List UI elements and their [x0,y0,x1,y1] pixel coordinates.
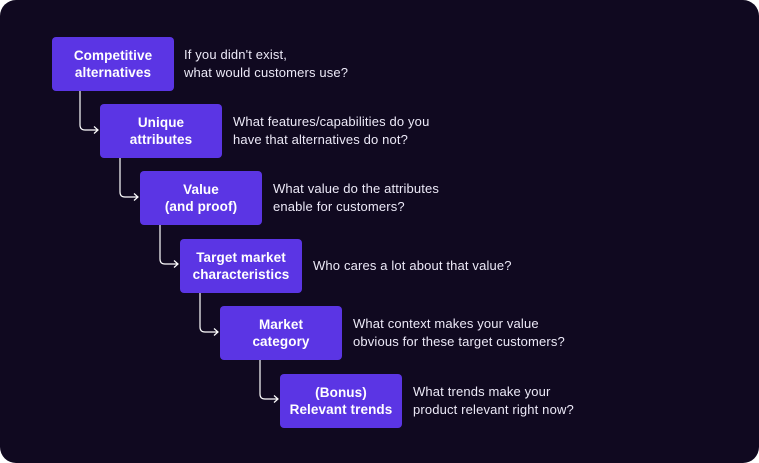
connector-arrow [199,292,219,336]
arrowhead-icon [173,260,179,268]
step-title-line: Target market [196,250,286,265]
arrowhead-icon [133,193,139,201]
step-question-relevant-trends: What trends make your product relevant r… [413,374,574,428]
step-title-line: (and proof) [164,199,238,214]
step-question-value: What value do the attributes enable for … [273,171,439,225]
question-line: What features/capabilities do you [233,114,430,129]
step-title-line: Relevant trends [289,402,393,417]
connector-line [79,90,98,131]
step-box-value: Value (and proof) [140,171,262,225]
step-title-line: characteristics [192,267,290,282]
step-box-competitive-alternatives: Competitive alternatives [52,37,174,91]
question-line: enable for customers? [273,199,405,214]
question-line: If you didn't exist, [184,47,288,62]
step-title-line: Market [258,317,304,332]
connector-line [119,157,138,198]
connector-arrow [159,224,179,268]
step-question-unique-attributes: What features/capabilities do you have t… [233,104,429,158]
step-title-line: alternatives [74,65,152,80]
question-line: have that alternatives do not? [233,132,409,147]
step-box-unique-attributes: Unique attributes [100,104,222,158]
step-title-line: (Bonus) [315,385,367,400]
question-line: Who cares a lot about that value? [313,258,512,273]
step-box-market-category: Market category [220,306,342,360]
arrowhead-icon [93,126,99,134]
step-title-line: Competitive [73,48,153,63]
connector-arrow [79,90,99,134]
question-line: obvious for these target customers? [353,334,565,349]
connector-line [199,292,218,333]
question-line: product relevant right now? [413,402,574,417]
step-title-line: Unique [137,115,185,130]
step-question-competitive-alternatives: If you didn't exist, what would customer… [184,37,348,91]
connector-line [159,224,178,265]
question-line: What value do the attributes [273,181,440,196]
question-line: What trends make your [413,384,551,399]
connector-line [259,359,278,400]
question-line: what would customers use? [184,65,349,80]
step-title-line: category [252,334,310,349]
connector-arrow [119,157,139,201]
step-box-target-market: Target market characteristics [180,239,302,293]
step-title-line: Value [183,182,219,197]
connector-arrow [259,359,279,403]
step-title-line: attributes [129,132,193,147]
step-box-relevant-trends: (Bonus) Relevant trends [280,374,402,428]
arrowhead-icon [213,328,219,336]
question-line: What context makes your value [353,316,539,331]
step-question-target-market: Who cares a lot about that value? [313,239,512,293]
arrowhead-icon [273,395,279,403]
step-question-market-category: What context makes your value obvious fo… [353,306,565,360]
